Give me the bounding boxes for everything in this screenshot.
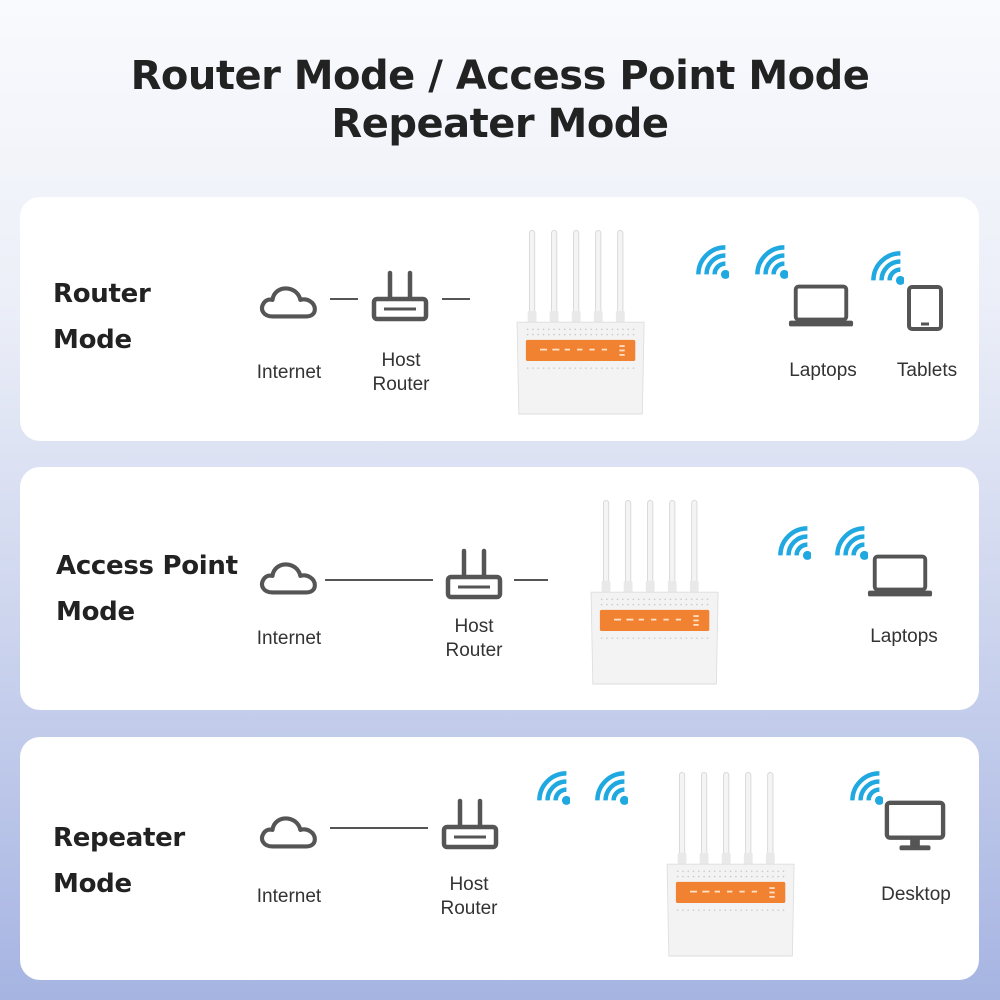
access-point-mode-label: Access Point Mode <box>56 543 238 635</box>
laptops-label: Laptops <box>870 626 938 647</box>
internet-label: Internet <box>256 628 322 649</box>
laptops-label: Laptops <box>789 360 857 381</box>
wireless-router-image <box>510 211 660 437</box>
host-router-label: Host Router <box>414 615 534 663</box>
host-router-icon <box>370 269 430 323</box>
cloud-icon <box>258 557 320 599</box>
host-label-line1: Host <box>454 616 494 637</box>
tablets-label: Tablets <box>896 360 958 381</box>
host-router-icon <box>440 797 500 851</box>
wifi-signal-icon <box>832 522 868 560</box>
wifi-signal-icon <box>693 241 729 279</box>
connector-line <box>442 298 470 300</box>
mode-label-line1: Repeater <box>53 823 185 853</box>
host-label-line1: Host <box>381 350 421 371</box>
host-label-line2: Router <box>445 640 503 661</box>
wifi-signal-icon <box>592 767 628 805</box>
wifi-signal-icon <box>775 522 811 560</box>
wifi-signal-icon <box>752 241 788 279</box>
host-label-line2: Router <box>372 374 430 395</box>
wifi-signal-icon <box>534 767 570 805</box>
page-title-line2: Repeater Mode <box>331 101 669 147</box>
desktop-label: Desktop <box>881 884 951 905</box>
tablet-icon <box>905 285 945 331</box>
mode-label-line2: Mode <box>56 597 135 627</box>
repeater-mode-label: Repeater Mode <box>53 815 185 907</box>
repeater-mode-panel: Repeater Mode Internet Host Router Deskt… <box>20 737 979 980</box>
connector-line <box>330 298 358 300</box>
wifi-signal-icon <box>847 767 883 805</box>
wifi-signal-icon <box>868 247 904 285</box>
host-label-line2: Router <box>440 898 498 919</box>
host-router-icon <box>444 547 504 601</box>
host-router-label: Host Router <box>341 349 461 397</box>
connector-line <box>330 827 428 829</box>
wireless-router-image <box>660 753 810 979</box>
desktop-icon <box>884 799 946 855</box>
mode-label-line1: Router <box>53 279 151 309</box>
internet-label: Internet <box>256 886 322 907</box>
host-label-line1: Host <box>449 874 489 895</box>
cloud-icon <box>258 811 320 853</box>
router-mode-panel: Router Mode Internet Host Router Laptops… <box>20 197 979 441</box>
cloud-icon <box>258 281 320 323</box>
internet-label: Internet <box>256 362 322 383</box>
page-title-line1: Router Mode / Access Point Mode <box>130 53 870 99</box>
router-mode-label: Router Mode <box>53 271 151 363</box>
host-router-label: Host Router <box>409 873 529 921</box>
laptop-icon <box>866 553 934 599</box>
connector-line <box>514 579 548 581</box>
connector-line <box>325 579 433 581</box>
access-point-mode-panel: Access Point Mode Internet Host Router L… <box>20 467 979 710</box>
wireless-router-image <box>584 481 734 707</box>
mode-label-line2: Mode <box>53 325 132 355</box>
laptop-icon <box>787 283 855 329</box>
mode-label-line1: Access Point <box>56 551 238 581</box>
mode-label-line2: Mode <box>53 869 132 899</box>
